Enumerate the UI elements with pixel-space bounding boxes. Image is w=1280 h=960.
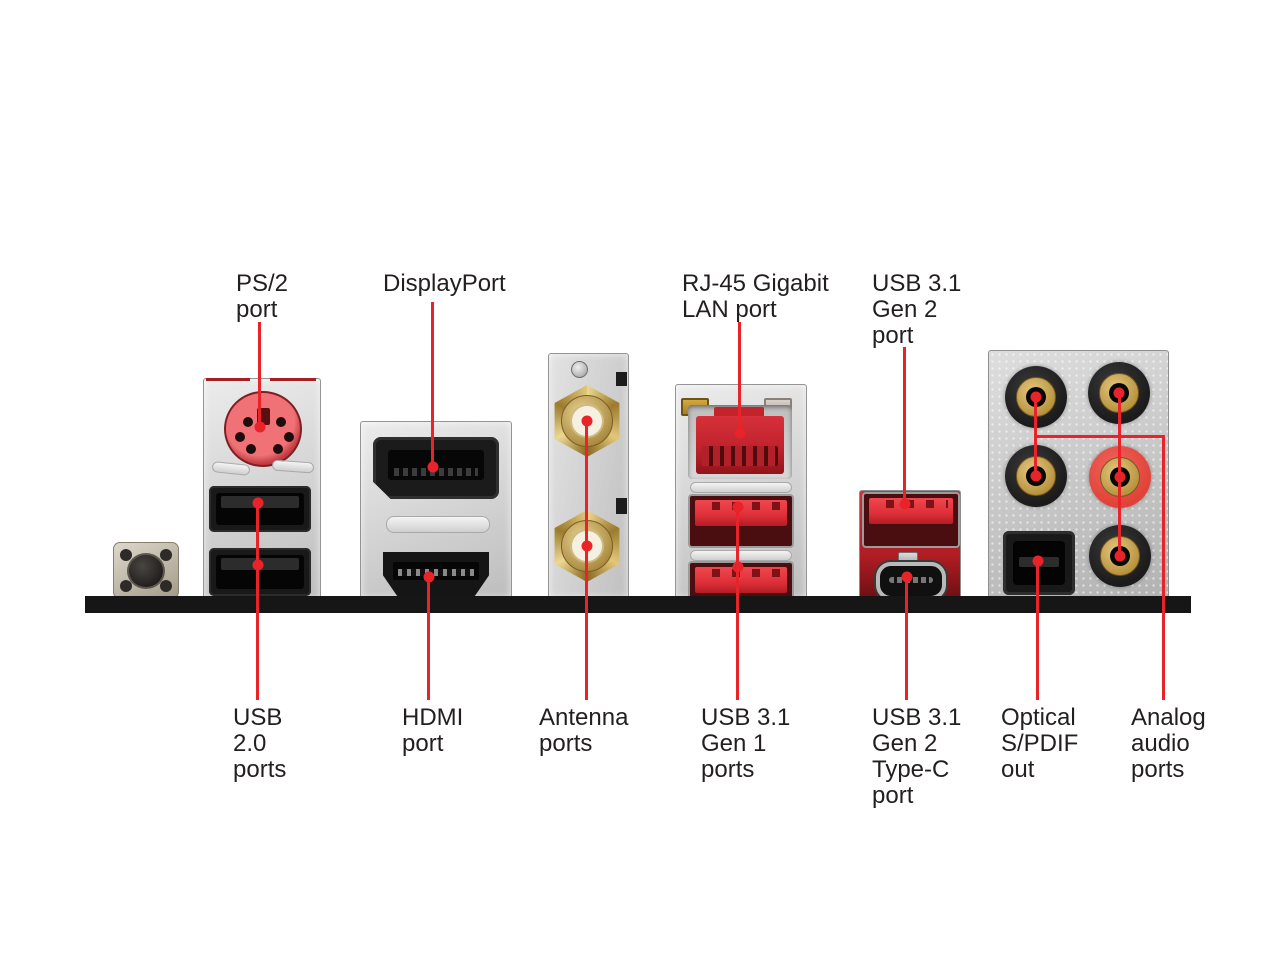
cmos-corner-pin (120, 549, 132, 561)
clear-cmos-button (113, 542, 179, 599)
callout-dot-usb31-gen1-top (732, 501, 744, 513)
callout-line-usb31-gen1 (736, 507, 739, 700)
bracket-groove (690, 482, 792, 493)
rj45-pins (702, 446, 778, 466)
callout-dot-typec (901, 571, 913, 583)
cmos-corner-pin (160, 580, 172, 592)
callout-dot-usb20-bottom (252, 559, 264, 571)
ps2-pin-hole (284, 432, 294, 442)
callout-line-optical (1036, 561, 1039, 700)
rj45-jack (696, 416, 784, 474)
callout-dot-displayport (427, 461, 439, 473)
callout-dot-hdmi (423, 571, 435, 583)
callout-dot-jack-2 (1113, 387, 1125, 399)
label-usb31-gen2-typec-port: USB 3.1 Gen 2 Type-C port (872, 704, 962, 809)
usb31-tongue-slots (874, 500, 948, 508)
usb2-port-bottom (209, 548, 311, 596)
callout-dot-antenna-bottom (581, 540, 593, 552)
callout-line-displayport (431, 302, 434, 467)
callout-dot-lan (734, 427, 746, 439)
bracket-screw (571, 361, 588, 378)
bracket-groove (690, 550, 792, 561)
callout-line-lan (738, 322, 741, 433)
label-usb31-gen2-port: USB 3.1 Gen 2 port (872, 270, 962, 349)
label-usb20-ports: USB 2.0 ports (233, 704, 287, 783)
label-antenna-ports: Antenna ports (539, 704, 629, 757)
label-usb31-gen1-ports: USB 3.1 Gen 1 ports (701, 704, 791, 783)
hdmi-port (383, 552, 489, 597)
callout-line-antenna (585, 421, 588, 700)
label-optical-spdif-out: Optical S/PDIF out (1001, 704, 1079, 783)
bracket-notch (616, 498, 627, 514)
usb2-port-top (209, 486, 311, 532)
ps2-pin-hole (243, 417, 253, 427)
callout-dot-jack-4 (1114, 471, 1126, 483)
callout-dot-optical (1032, 555, 1044, 567)
callout-dot-jack-3 (1030, 470, 1042, 482)
callout-line-analog-horizontal (1034, 435, 1165, 438)
callout-line-typec (905, 577, 908, 700)
callout-dot-antenna-top (581, 415, 593, 427)
bracket-edge-mark (206, 378, 250, 381)
callout-line-analog-down (1162, 435, 1165, 700)
callout-dot-usb20-top (252, 497, 264, 509)
usb31-tongue-slots (700, 569, 782, 577)
callout-dot-ps2 (254, 421, 266, 433)
callout-dot-jack-1 (1030, 391, 1042, 403)
bracket-notch (616, 372, 627, 386)
label-hdmi-port: HDMI port (402, 704, 464, 757)
cmos-plunger (127, 552, 165, 589)
label-lan-port: RJ-45 Gigabit LAN port (682, 270, 829, 323)
label-analog-audio-ports: Analog audio ports (1131, 704, 1206, 783)
cmos-corner-pin (120, 580, 132, 592)
ps2-pin-hole (235, 432, 245, 442)
displayport-pins (394, 468, 478, 476)
callout-dot-jack-5 (1114, 550, 1126, 562)
callout-line-usb31-gen2 (903, 347, 906, 504)
callout-line-usb20 (256, 503, 259, 700)
motherboard-edge-bar (85, 596, 1191, 613)
callout-dot-usb31-gen2 (899, 498, 911, 510)
callout-dot-usb31-gen1-bottom (732, 561, 744, 573)
ps2-pin-hole (246, 444, 256, 454)
cmos-corner-pin (160, 549, 172, 561)
hdmi-pins (398, 569, 474, 576)
bracket-edge-mark (270, 378, 316, 381)
ps2-pin-hole (273, 444, 283, 454)
callout-line-ps2 (258, 322, 261, 427)
callout-line-hdmi (427, 577, 430, 700)
label-ps2-port: PS/2 port (236, 270, 289, 323)
ps2-pin-hole (276, 417, 286, 427)
bracket-groove (386, 516, 490, 533)
usb31-gen2-type-c-port (876, 562, 946, 600)
label-displayport: DisplayPort (383, 270, 506, 297)
usb31-gen2-port (862, 492, 960, 548)
